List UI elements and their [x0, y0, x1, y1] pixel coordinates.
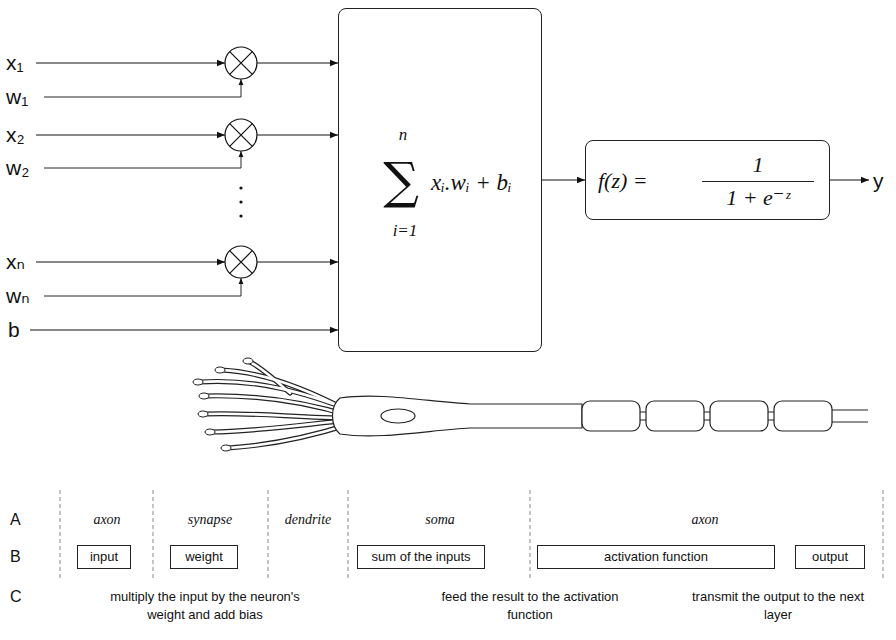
step-note: transmit the output to the next layer: [683, 588, 873, 624]
multiplier-symbol: [225, 246, 257, 278]
drawing-stroke: [225, 47, 257, 79]
weight-symbol: w₁: [6, 84, 28, 109]
neuron-illustration: [193, 358, 868, 451]
dendrite-tips: [193, 358, 253, 451]
drawing-stroke: [230, 251, 253, 274]
drawing-stroke: [221, 445, 231, 451]
part-name: axon: [93, 512, 120, 529]
drawing-stroke: [582, 401, 640, 431]
signal-arrow: [542, 179, 585, 180]
drawing-stroke: [239, 200, 242, 203]
input-symbol: x₂: [6, 122, 25, 147]
drawing-stroke: [200, 362, 350, 448]
drawing-stroke: [215, 367, 225, 373]
input-wire: [36, 134, 225, 135]
input-symbol: x₁: [6, 50, 24, 75]
box-label: output: [812, 549, 848, 565]
part-name: dendrite: [285, 512, 332, 529]
nucleus: [381, 409, 415, 423]
box-label: sum of the inputs: [372, 549, 471, 565]
legend-box: weight: [170, 545, 238, 569]
legend-box: activation function: [537, 545, 775, 569]
product-wire: [257, 261, 338, 262]
input-wire: [36, 261, 225, 262]
myelin-sheath: [582, 401, 832, 431]
bias-symbol: b: [8, 317, 20, 342]
column-separators: [60, 490, 883, 578]
drawing-stroke: [530, 490, 531, 578]
drawing-stroke: [646, 401, 704, 431]
step-note: multiply the input by the neuron's weigh…: [98, 588, 313, 624]
formula-text: f(z) =: [598, 169, 648, 193]
output-wire: [830, 179, 869, 180]
drawing-stroke: [774, 401, 832, 431]
part-name: synapse: [188, 512, 232, 529]
step-note: feed the result to the activation functi…: [430, 588, 630, 624]
drawing-stroke: [153, 490, 154, 578]
formula-text: i=1: [393, 222, 418, 241]
drawing-stroke: [60, 490, 61, 578]
summation-box: n ∑ i=1 xᵢ.wᵢ + bᵢ: [338, 8, 542, 352]
drawing-stroke: [348, 490, 349, 578]
part-name: soma: [425, 512, 455, 529]
legend-box: output: [795, 545, 865, 569]
row-letter: B: [10, 547, 21, 566]
axon-fibre: [640, 410, 868, 422]
box-label: activation function: [604, 549, 708, 565]
multiplier-symbol: [225, 47, 257, 79]
weight-symbol: w₂: [6, 155, 29, 180]
output-symbol: y: [873, 168, 884, 193]
drawing-stroke: [225, 246, 257, 278]
drawing-stroke: [193, 379, 203, 385]
input-wire: [36, 62, 225, 63]
activation-box: f(z) = 1 1 + e⁻ᶻ: [585, 140, 830, 220]
drawing-stroke: [239, 186, 242, 189]
drawing-stroke: [243, 358, 253, 364]
drawing-stroke: [239, 214, 242, 217]
drawing-stroke: [200, 362, 350, 448]
formula-text: 1: [753, 153, 764, 177]
weight-wire: [44, 278, 241, 296]
drawing-stroke: [883, 490, 884, 578]
legend-box: sum of the inputs: [357, 545, 485, 569]
formula-text: n: [399, 126, 408, 145]
drawing-stroke: [198, 411, 208, 417]
part-name: axon: [691, 512, 718, 529]
multiplier-symbols: [225, 47, 257, 278]
input-symbol: xₙ: [6, 249, 25, 274]
drawing-stroke: [205, 429, 215, 435]
row-letter: A: [10, 510, 21, 529]
box-label: weight: [185, 549, 223, 565]
multiplier-symbol: [225, 119, 257, 151]
fraction-bar: [702, 181, 814, 182]
soma-body: [333, 396, 583, 436]
bias-wire: [30, 329, 338, 330]
product-wire: [257, 62, 338, 63]
ellipsis-dots: [239, 186, 242, 217]
drawing-stroke: [199, 393, 209, 399]
formula-text: ∑: [383, 156, 419, 206]
weight-symbol: wₙ: [6, 283, 30, 308]
box-label: input: [90, 549, 118, 565]
formula-text: 1 + e⁻ᶻ: [726, 186, 790, 210]
product-wire: [257, 134, 338, 135]
drawing-stroke: [710, 401, 768, 431]
drawing-stroke: [230, 124, 253, 147]
drawing-stroke: [225, 119, 257, 151]
formula-text: xᵢ.wᵢ + bᵢ: [431, 170, 512, 195]
weight-wire: [44, 151, 241, 168]
drawing-stroke: [268, 490, 269, 578]
drawing-stroke: [230, 52, 253, 75]
weight-wire: [44, 79, 241, 97]
legend-box: input: [77, 545, 131, 569]
row-letter: C: [10, 587, 22, 606]
